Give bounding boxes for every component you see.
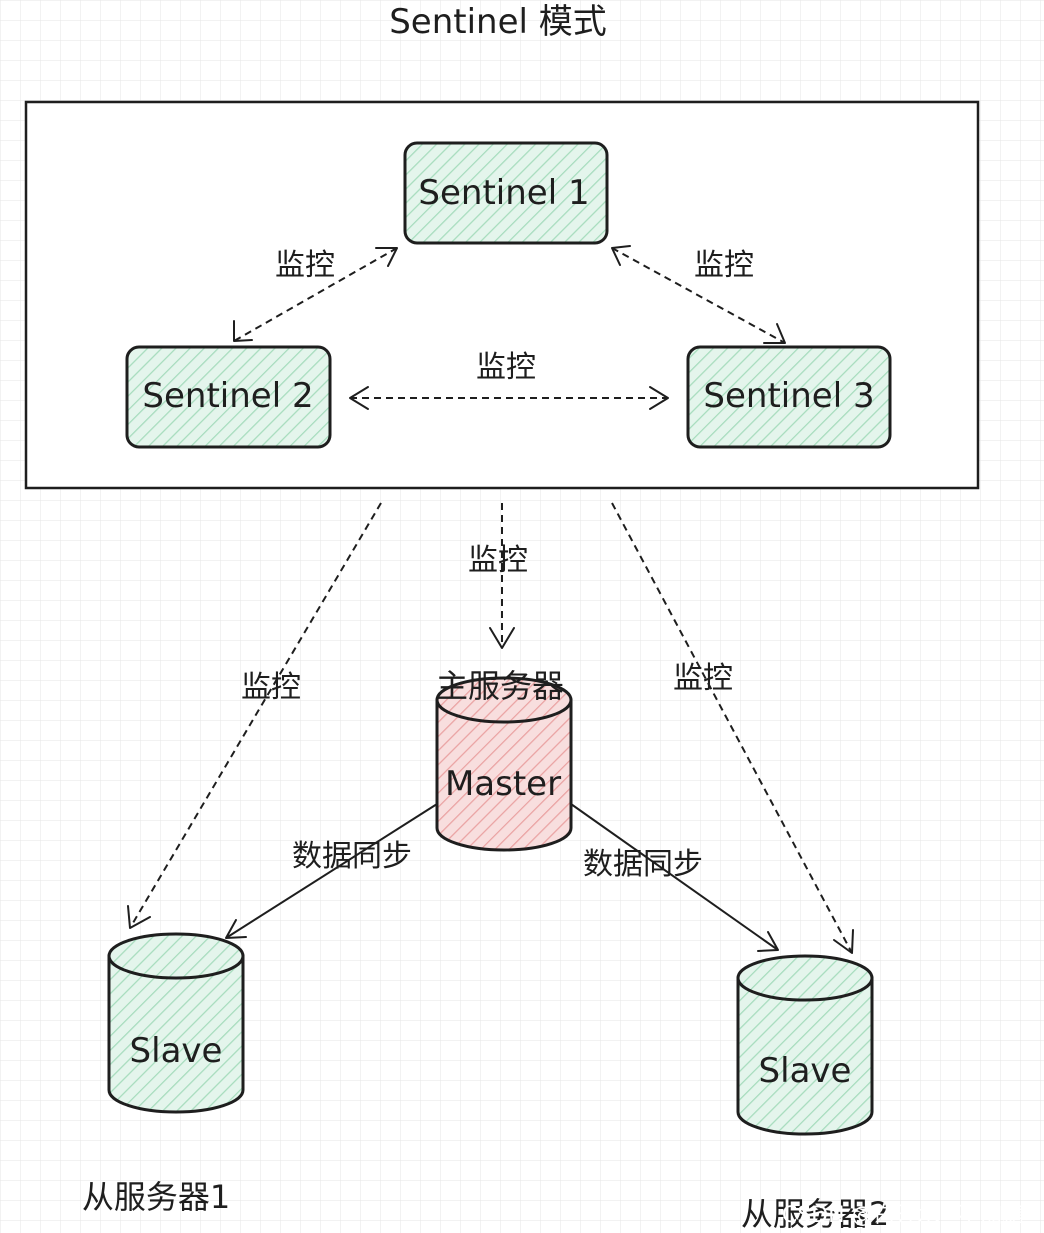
edge-s1-s2-label: 监控 bbox=[275, 248, 335, 283]
master-caption: 主服务器 bbox=[436, 667, 564, 705]
edge-sentinels-slave1 bbox=[127, 502, 382, 929]
sentinel-node-1-box bbox=[403, 141, 609, 245]
sentinel-node-3-box bbox=[686, 345, 892, 449]
sentinel-node-1-label: Sentinel 1 bbox=[418, 173, 589, 213]
master-node[interactable]: Master bbox=[435, 676, 573, 852]
watermark-text: CSDN @白开水~不加糖 bbox=[782, 1203, 1024, 1228]
slave-node-2-label: Slave bbox=[759, 1051, 852, 1091]
edge-slave1-label: 监控 bbox=[241, 670, 301, 705]
slave-node-2[interactable]: Slave bbox=[736, 954, 874, 1136]
sentinel-node-2-box bbox=[125, 345, 332, 449]
edge-s1-s3-label: 监控 bbox=[694, 248, 754, 283]
sentinel-node-1[interactable]: Sentinel 1 bbox=[403, 141, 609, 245]
edge-sync-right bbox=[570, 803, 779, 952]
edge-sync-left-label: 数据同步 bbox=[292, 839, 412, 874]
sentinel-node-2[interactable]: Sentinel 2 bbox=[125, 345, 332, 449]
edge-sync-left bbox=[225, 803, 438, 939]
slave-2-caption: 从服务器2 bbox=[741, 1195, 889, 1233]
slave-node-1[interactable]: Slave bbox=[107, 932, 245, 1114]
sentinel-node-3[interactable]: Sentinel 3 bbox=[686, 345, 892, 449]
diagram-title: Sentinel 模式 bbox=[389, 2, 607, 42]
edge-s1-s2 bbox=[233, 247, 398, 342]
master-node-label: Master bbox=[445, 764, 561, 804]
edge-s2-s3 bbox=[349, 386, 669, 410]
edge-s2-s3-label: 监控 bbox=[476, 350, 536, 385]
sentinel-node-2-label: Sentinel 2 bbox=[142, 376, 313, 416]
edge-sync-right-label: 数据同步 bbox=[583, 847, 703, 882]
edge-sentinels-master bbox=[489, 503, 515, 649]
slave-node-1-label: Slave bbox=[130, 1031, 223, 1071]
sentinel-node-3-label: Sentinel 3 bbox=[703, 376, 874, 416]
edge-slave2-label: 监控 bbox=[673, 661, 733, 696]
slave-1-caption: 从服务器1 bbox=[82, 1178, 230, 1216]
edge-s1-s3 bbox=[611, 245, 786, 344]
edge-master-label: 监控 bbox=[468, 543, 528, 578]
edge-sentinels-slave2 bbox=[611, 502, 854, 954]
